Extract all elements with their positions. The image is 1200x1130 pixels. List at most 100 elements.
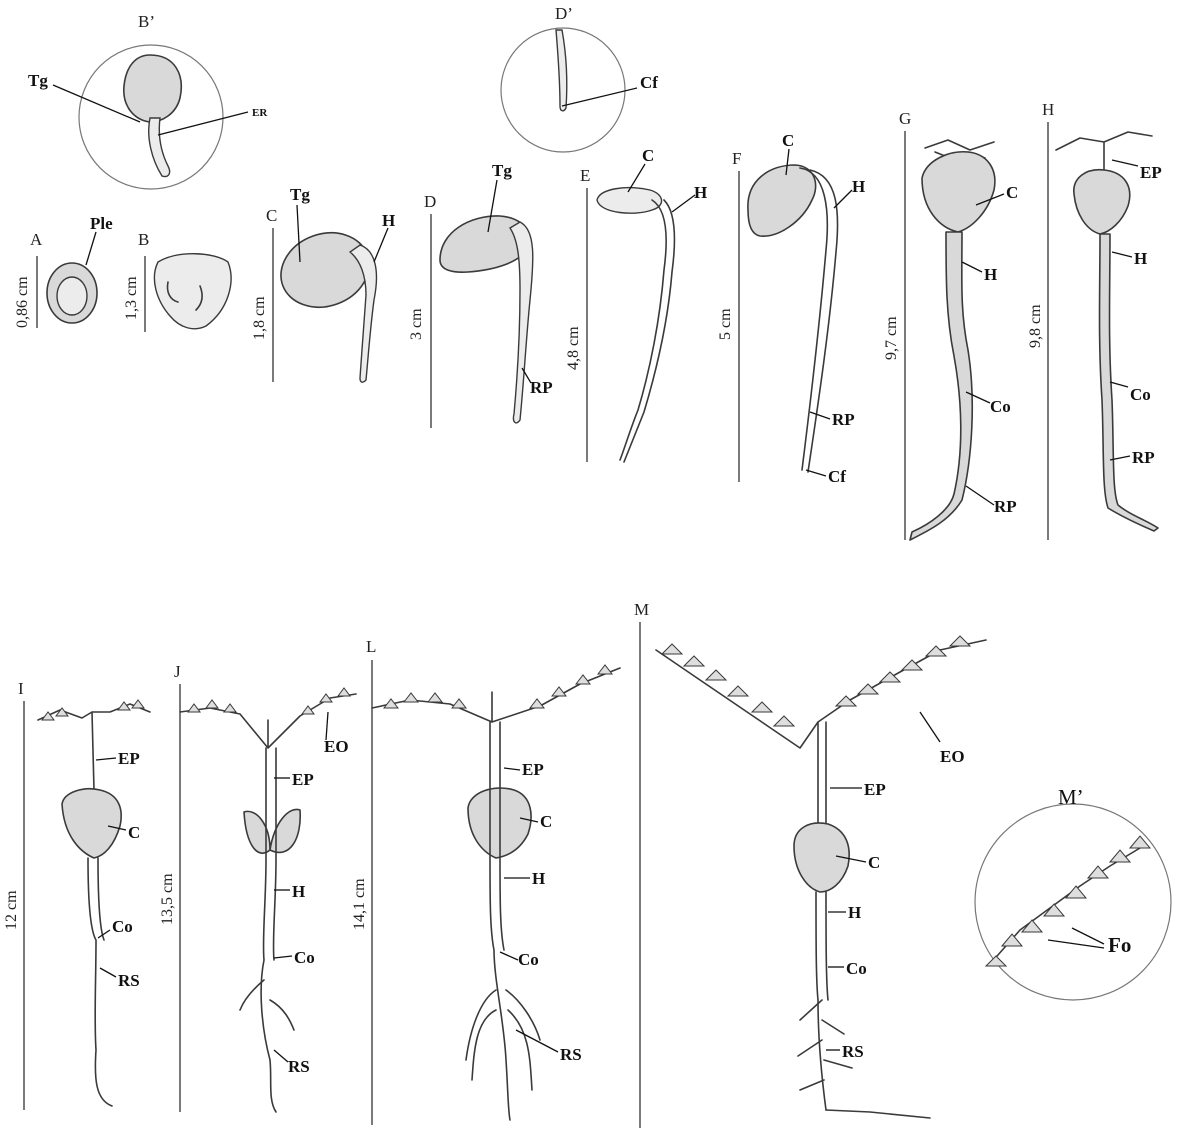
label-h: H bbox=[852, 177, 865, 196]
label-h: H bbox=[848, 903, 861, 922]
label-eo: EO bbox=[324, 737, 349, 756]
label-rs: RS bbox=[118, 971, 140, 990]
label-fo: Fo bbox=[1108, 933, 1131, 957]
label-pointer bbox=[504, 768, 520, 770]
panel-m-prime: M’ Fo bbox=[975, 785, 1171, 1000]
leaflet-shapes bbox=[384, 665, 612, 708]
label-co: Co bbox=[1130, 385, 1151, 404]
panel-letter: I bbox=[18, 679, 24, 698]
panel-letter: B bbox=[138, 230, 149, 249]
label-co: Co bbox=[518, 950, 539, 969]
panel-letter: J bbox=[174, 662, 181, 681]
label-pointer bbox=[1112, 252, 1132, 257]
panel-d-prime: D’ Cf bbox=[501, 4, 658, 152]
panel-letter: L bbox=[366, 637, 376, 656]
emerging-root-illustration bbox=[149, 118, 170, 177]
measurement: 13,5 cm bbox=[159, 873, 176, 925]
label-pointer bbox=[274, 1050, 288, 1062]
panel-e: E 4,8 cm C H bbox=[565, 146, 707, 462]
panel-letter: M bbox=[634, 600, 649, 619]
panel-b: B 1,3 cm bbox=[123, 230, 231, 332]
label-c: C bbox=[642, 146, 654, 165]
leaflet-shapes bbox=[42, 700, 144, 720]
cotyledon-illustration bbox=[62, 789, 121, 858]
root-cap-illustration bbox=[556, 30, 567, 111]
epicotyl-leaflets bbox=[38, 704, 150, 790]
label-tg: Tg bbox=[28, 71, 48, 90]
label-pointer bbox=[810, 412, 830, 419]
label-h: H bbox=[984, 265, 997, 284]
panel-letter: M’ bbox=[1058, 785, 1084, 809]
leaflet-shapes bbox=[662, 636, 970, 726]
label-h: H bbox=[292, 882, 305, 901]
measurement: 14,1 cm bbox=[351, 878, 368, 930]
label-co: Co bbox=[294, 948, 315, 967]
panel-d: D 3 cm Tg RP bbox=[408, 161, 553, 428]
panel-letter: H bbox=[1042, 100, 1054, 119]
label-pointer bbox=[274, 956, 292, 958]
label-pointer bbox=[1072, 928, 1104, 944]
label-co: Co bbox=[112, 917, 133, 936]
panel-h: H 9,8 cm EP H Co RP bbox=[1027, 100, 1162, 540]
detail-circle bbox=[975, 804, 1171, 1000]
label-pointer bbox=[374, 228, 388, 262]
label-pointer bbox=[500, 952, 518, 960]
label-tg: Tg bbox=[290, 185, 310, 204]
hypocotyl-root-illustration bbox=[261, 748, 276, 1112]
label-pointer bbox=[100, 968, 116, 977]
label-eo: EO bbox=[940, 747, 965, 766]
hypocotyl-root-illustration bbox=[490, 722, 510, 1120]
panel-j: J 13,5 cm EO EP H Co RS bbox=[159, 662, 356, 1112]
cotyledon-illustration bbox=[748, 165, 816, 236]
panel-letter: E bbox=[580, 166, 590, 185]
hypocotyl-root-illustration bbox=[88, 858, 112, 1106]
measurement: 9,7 cm bbox=[883, 316, 900, 360]
label-pointer bbox=[96, 758, 116, 760]
panel-a: A 0,86 cm Ple bbox=[14, 214, 113, 328]
label-pointer bbox=[920, 712, 940, 742]
label-pointer bbox=[1112, 160, 1138, 166]
label-pointer bbox=[562, 88, 637, 106]
measurement: 1,3 cm bbox=[123, 276, 140, 320]
measurement: 4,8 cm bbox=[565, 326, 582, 370]
panel-letter: G bbox=[899, 109, 911, 128]
panel-m: M EO EP C H Co RS bbox=[634, 600, 986, 1128]
label-tg: Tg bbox=[492, 161, 512, 180]
label-c: C bbox=[128, 823, 140, 842]
secondary-roots bbox=[240, 980, 294, 1030]
label-ep: EP bbox=[118, 749, 140, 768]
label-pointer bbox=[98, 930, 110, 938]
cotyledon-illustration bbox=[922, 152, 995, 232]
measurement: 9,8 cm bbox=[1027, 304, 1044, 348]
label-cf: Cf bbox=[828, 467, 846, 486]
panel-l: L 14,1 cm EP C H Co RS bbox=[351, 637, 620, 1125]
panel-i: I 12 cm EP C Co RS bbox=[3, 679, 150, 1110]
label-pointer bbox=[158, 112, 248, 135]
label-pointer bbox=[806, 470, 826, 476]
label-h: H bbox=[532, 869, 545, 888]
label-pointer bbox=[326, 712, 328, 740]
measurement: 3 cm bbox=[408, 308, 425, 340]
label-pointer bbox=[672, 195, 695, 212]
panel-g: G 9,7 cm C H Co RP bbox=[883, 109, 1018, 540]
label-h: H bbox=[694, 183, 707, 202]
seed-illustration bbox=[154, 254, 231, 329]
seed-inner-illustration bbox=[57, 277, 87, 315]
label-co: Co bbox=[846, 959, 867, 978]
panel-letter: A bbox=[30, 230, 43, 249]
label-ep: EP bbox=[292, 770, 314, 789]
epicotyl-stem bbox=[818, 722, 826, 830]
label-rp: RP bbox=[1132, 448, 1155, 467]
label-c: C bbox=[782, 131, 794, 150]
label-rp: RP bbox=[994, 497, 1017, 516]
label-c: C bbox=[1006, 183, 1018, 202]
panel-letter: D bbox=[424, 192, 436, 211]
panel-letter: B’ bbox=[138, 12, 155, 31]
label-c: C bbox=[868, 853, 880, 872]
panel-letter: C bbox=[266, 206, 277, 225]
cotyledon-illustration bbox=[1074, 170, 1130, 234]
label-ep: EP bbox=[864, 780, 886, 799]
label-pointer bbox=[966, 486, 994, 505]
